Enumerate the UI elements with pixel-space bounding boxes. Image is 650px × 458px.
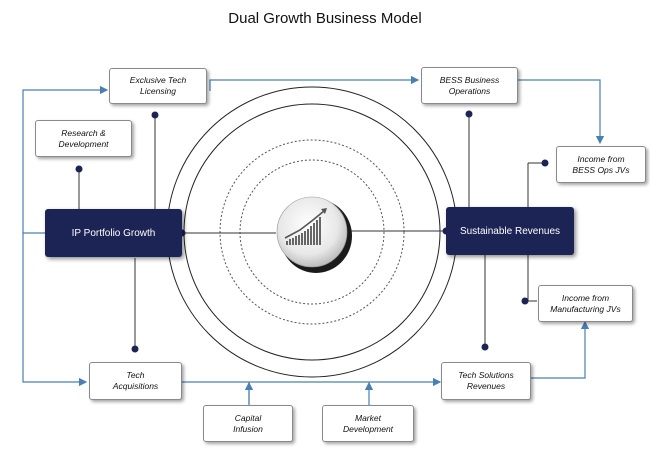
- market-development-box: Market Development: [322, 405, 414, 442]
- exclusive-tech-licensing-box: Exclusive Tech Licensing: [109, 68, 207, 104]
- tech-acquisitions-box: Tech Acquisitions: [89, 362, 182, 400]
- market-development-label: Market Development: [342, 412, 394, 434]
- research-development-label: Research & Development: [58, 127, 109, 149]
- capital-infusion-box: Capital Infusion: [203, 405, 293, 442]
- exclusive-tech-licensing-label: Exclusive Tech Licensing: [129, 75, 187, 96]
- growth-chart-icon: [276, 196, 352, 273]
- bess-business-operations-label: BESS Business Operations: [439, 74, 500, 96]
- ip-portfolio-growth-hub: IP Portfolio Growth: [45, 209, 182, 257]
- income-manufacturing-jvs-box: Income from Manufacturing JVs: [538, 285, 633, 322]
- income-bess-ops-jvs-label: Income from BESS Ops JVs: [572, 153, 630, 175]
- research-development-box: Research & Development: [35, 120, 132, 157]
- sustainable-revenues-label: Sustainable Revenues: [459, 225, 561, 237]
- tech-solutions-revenues-box: Tech Solutions Revenues: [441, 362, 531, 400]
- flow-arrows: [22, 75, 605, 405]
- inner-ring-1: [219, 139, 405, 325]
- income-bess-ops-jvs-box: Income from BESS Ops JVs: [556, 146, 646, 183]
- diagram-title: Dual Growth Business Model: [228, 10, 422, 27]
- tech-acquisitions-label: Tech Acquisitions: [112, 370, 159, 391]
- income-manufacturing-jvs-label: Income from Manufacturing JVs: [550, 292, 621, 314]
- tech-solutions-revenues-label: Tech Solutions Revenues: [458, 370, 514, 391]
- bess-business-operations-box: BESS Business Operations: [421, 67, 518, 104]
- inner-ring-2: [239, 159, 385, 305]
- sustainable-revenues-hub: Sustainable Revenues: [446, 207, 574, 255]
- capital-infusion-label: Capital Infusion: [233, 412, 263, 434]
- ip-portfolio-growth-label: IP Portfolio Growth: [71, 227, 156, 239]
